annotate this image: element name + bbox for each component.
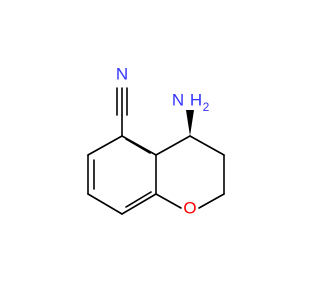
bond-c7-c8 [87,193,123,215]
amine-hydrogen-label: H [190,91,202,110]
stereo-wedge-bond [186,110,194,136]
pyran-ring [155,135,225,209]
double-bond-c4a-c5 [125,138,151,154]
structure-canvas: N N H 2 O [87,65,225,218]
bond-c2-o [198,193,225,209]
bond-o-c8a [155,193,182,209]
nitrile-nitrogen-label: N [116,65,128,84]
amine-group: N H 2 [172,91,210,136]
bond-c4a-c4 [155,135,191,156]
amine-nitrogen-label: N [172,91,184,110]
double-bond-c8-c8a [125,191,152,208]
nitrile-group: N [116,65,128,137]
bond-c5-c6 [87,135,123,156]
amine-hydrogen-count: 2 [203,100,210,114]
ring-oxygen-label: O [183,199,196,218]
benzene-ring [87,135,157,215]
bond-c8-c8a [121,193,157,215]
bond-c4-c3 [189,135,225,156]
molecule-diagram: N N H 2 O [87,65,225,218]
